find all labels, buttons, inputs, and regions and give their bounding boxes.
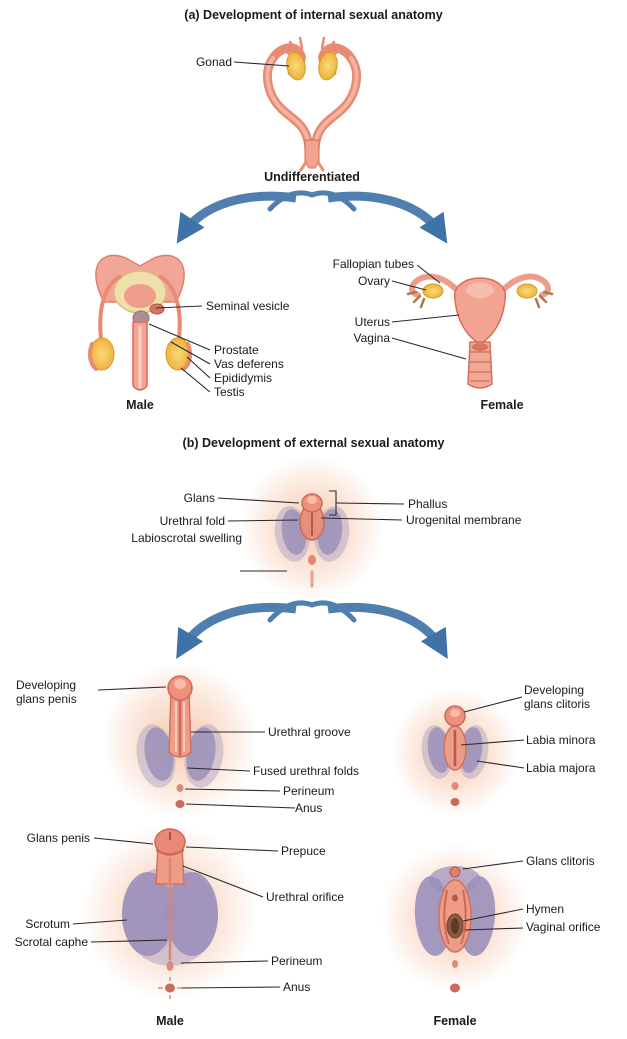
- caption-male-external: Male: [156, 1014, 184, 1028]
- intermediate-male-illustration: [102, 662, 258, 818]
- section-b-title: (b) Development of external sexual anato…: [182, 436, 445, 450]
- scrotum-right-lobe: [166, 872, 218, 956]
- label-urethral-groove: Urethral groove: [268, 725, 351, 739]
- anus-dot-male-mid: [175, 800, 185, 808]
- undifferentiated-internal-illustration: [262, 36, 362, 172]
- label-glans: Glans: [183, 491, 215, 505]
- arrow-to-female-internal: [327, 191, 448, 244]
- gonad-left: [286, 51, 306, 81]
- label-perineum-mid: Perineum: [283, 784, 335, 798]
- caption-female-internal: Female: [480, 398, 524, 412]
- label-uterus: Uterus: [354, 315, 390, 329]
- label-vaginal-orifice: Vaginal orifice: [526, 920, 601, 934]
- label-labia-majora: Labia majora: [526, 761, 596, 775]
- urethral-orifice-female: [452, 894, 458, 902]
- label-scrotum: Scrotum: [25, 917, 70, 931]
- label-testis: Testis: [214, 385, 245, 399]
- label-fallopian-tubes: Fallopian tubes: [332, 257, 414, 271]
- undifferentiated-external-illustration: [240, 456, 384, 600]
- label-urethral-fold: Urethral fold: [159, 514, 225, 528]
- label-epididymis: Epididymis: [214, 371, 273, 385]
- label-developing-glans-clitoris: Developing glans clitoris: [524, 683, 591, 711]
- label-urethral-orifice: Urethral orifice: [266, 890, 345, 904]
- caption-female-external: Female: [433, 1014, 477, 1028]
- anus-dot-female-final: [450, 983, 460, 993]
- fimbriae-left: [279, 36, 304, 56]
- final-female-illustration: [381, 844, 529, 993]
- caption-male-internal: Male: [126, 398, 154, 412]
- vas-deferens-left: [98, 274, 123, 339]
- label-seminal-vesicle: Seminal vesicle: [206, 299, 290, 313]
- phallus-bracket: [329, 490, 337, 516]
- fimbriae-right: [320, 36, 345, 56]
- label-glans-clitoris: Glans clitoris: [526, 854, 595, 868]
- perineum-dot-male-final: [166, 961, 174, 971]
- label-developing-glans-penis: Developing glans penis: [16, 678, 77, 706]
- label-anus-mid: Anus: [295, 801, 323, 815]
- ovary-right: [516, 283, 538, 299]
- gonad-right: [318, 51, 338, 81]
- caption-undifferentiated: Undifferentiated: [264, 170, 360, 184]
- label-glans-penis: Glans penis: [26, 831, 90, 845]
- label-fused-urethral-folds: Fused urethral folds: [253, 764, 360, 778]
- perineum-dot-female-mid: [451, 782, 459, 790]
- label-gonad: Gonad: [195, 55, 232, 69]
- leader-lines-a: [148, 61, 467, 393]
- final-male-illustration: [82, 824, 258, 1000]
- label-hymen: Hymen: [526, 902, 565, 916]
- label-urogenital-membrane: Urogenital membrane: [406, 513, 522, 527]
- perineum-dot-male-mid: [176, 784, 184, 792]
- male-internal-illustration: [87, 254, 193, 391]
- intermediate-female-illustration: [391, 688, 519, 816]
- label-labioscrotal-swelling: Labioscrotal swelling: [131, 531, 242, 545]
- label-perineum-final: Perineum: [271, 954, 323, 968]
- ovary-left: [422, 283, 444, 299]
- label-prepuce: Prepuce: [281, 844, 326, 858]
- glans-clitoris-shape: [449, 866, 461, 878]
- vas-deferens-right: [157, 274, 182, 339]
- label-labia-minora: Labia minora: [526, 733, 596, 747]
- anus-dot-female-mid: [450, 798, 460, 806]
- perineum-dot-female-final: [452, 960, 458, 968]
- leader-lines-b: [72, 497, 525, 989]
- arrow-to-male-internal: [176, 191, 297, 244]
- anus-dot-male-final: [165, 983, 175, 993]
- epididymis-right: [182, 342, 193, 371]
- prepuce-ridge: [155, 849, 185, 855]
- label-scrotal-raphe: Scrotal caphe: [14, 935, 88, 949]
- vagina-shape: [467, 341, 493, 389]
- seminal-vesicle-shape: [149, 303, 165, 315]
- label-vagina: Vagina: [353, 331, 390, 345]
- label-anus-final: Anus: [283, 980, 311, 994]
- branch-arrows-a: [176, 190, 448, 244]
- female-internal-illustration: [406, 273, 554, 389]
- section-a-title: (a) Development of internal sexual anato…: [184, 8, 443, 22]
- label-vas-deferens: Vas deferens: [214, 357, 284, 371]
- label-phallus: Phallus: [408, 497, 448, 511]
- arrow-to-male-external: [176, 602, 297, 659]
- epididymis-left: [87, 342, 98, 371]
- hymen-shape: [451, 918, 459, 934]
- branch-arrows-b: [176, 600, 448, 659]
- label-ovary: Ovary: [357, 274, 390, 288]
- scrotum-left-lobe: [122, 872, 174, 956]
- uterus-shape: [453, 277, 507, 345]
- label-prostate: Prostate: [214, 343, 259, 357]
- arrow-to-female-external: [327, 602, 448, 659]
